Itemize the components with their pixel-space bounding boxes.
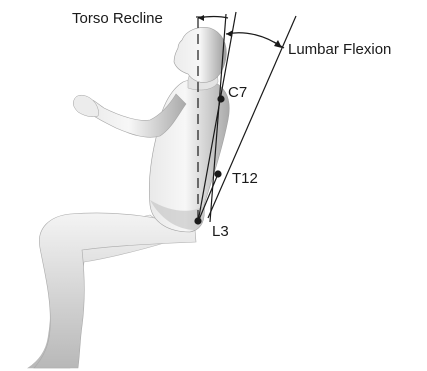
l3-landmark-dot [194, 217, 201, 224]
torso-recline-label: Torso Recline [72, 10, 163, 27]
lumbar-flexion-arrowhead-left [226, 30, 233, 37]
head [174, 28, 226, 83]
c7-label: C7 [228, 84, 247, 101]
seated-human-figure [28, 28, 229, 369]
t12-landmark-dot [214, 170, 221, 177]
c7-landmark-dot [217, 95, 224, 102]
front-leg [34, 213, 196, 368]
lumbar-flexion-arc [226, 33, 280, 46]
t12-label: T12 [232, 170, 258, 187]
lumbar-flexion-arrowhead-right [274, 40, 282, 48]
torso-recline-arrowhead [198, 15, 204, 21]
lumbar-flexion-label: Lumbar Flexion [288, 41, 391, 58]
hand [73, 95, 98, 117]
l3-label: L3 [212, 223, 229, 240]
